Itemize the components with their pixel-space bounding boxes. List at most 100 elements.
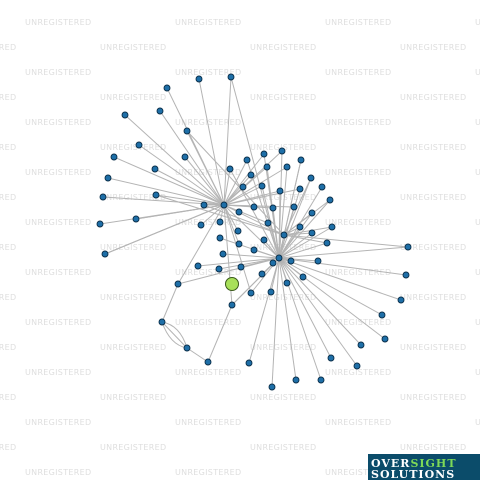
graph-node[interactable] — [104, 174, 112, 182]
graph-node[interactable] — [200, 201, 208, 209]
graph-node[interactable] — [317, 376, 325, 384]
graph-node[interactable] — [151, 165, 159, 173]
graph-node[interactable] — [250, 246, 258, 254]
graph-node[interactable] — [268, 383, 276, 391]
graph-node[interactable] — [278, 147, 286, 155]
graph-node[interactable] — [308, 209, 316, 217]
graph-node[interactable] — [292, 376, 300, 384]
graph-edge — [278, 257, 288, 284]
graph-node[interactable] — [381, 335, 389, 343]
graph-node[interactable] — [326, 196, 334, 204]
watermark-text: UNREGISTERED — [100, 393, 166, 402]
watermark-text: UNREGISTERED — [175, 318, 241, 327]
graph-edge — [138, 144, 225, 206]
graph-node[interactable] — [258, 182, 266, 190]
graph-node[interactable] — [247, 171, 255, 179]
graph-node[interactable] — [283, 279, 291, 287]
graph-edge — [223, 204, 255, 208]
graph-edge — [155, 194, 225, 206]
graph-node[interactable] — [323, 239, 331, 247]
graph-node[interactable] — [99, 193, 107, 201]
graph-node[interactable] — [174, 280, 182, 288]
graph-node[interactable] — [183, 127, 191, 135]
graph-edge — [222, 253, 280, 259]
graph-node[interactable] — [121, 111, 129, 119]
graph-node[interactable] — [101, 250, 109, 258]
graph-node[interactable] — [357, 341, 365, 349]
graph-node[interactable] — [197, 221, 205, 229]
graph-node[interactable] — [314, 257, 322, 265]
graph-node[interactable] — [378, 311, 386, 319]
graph-node[interactable] — [247, 289, 255, 297]
graph-node[interactable] — [269, 259, 277, 267]
graph-node[interactable] — [181, 153, 189, 161]
graph-node[interactable] — [267, 288, 275, 296]
graph-node[interactable] — [260, 150, 268, 158]
graph-node[interactable] — [269, 204, 277, 212]
graph-node[interactable] — [158, 318, 166, 326]
graph-node[interactable] — [327, 354, 335, 362]
graph-node[interactable] — [195, 75, 203, 83]
watermark-text: UNREGISTERED — [0, 293, 16, 302]
graph-node[interactable] — [234, 227, 242, 235]
node-layer — [96, 73, 412, 391]
graph-node[interactable] — [216, 234, 224, 242]
graph-node[interactable] — [163, 84, 171, 92]
graph-node[interactable] — [404, 243, 412, 251]
graph-node[interactable] — [258, 270, 266, 278]
watermark-text: UNREGISTERED — [100, 343, 166, 352]
graph-node[interactable] — [307, 174, 315, 182]
graph-node[interactable] — [227, 73, 235, 81]
graph-node[interactable] — [328, 223, 336, 231]
graph-node[interactable] — [296, 223, 304, 231]
graph-node[interactable] — [245, 359, 253, 367]
graph-edge — [113, 156, 225, 206]
graph-node[interactable] — [156, 107, 164, 115]
graph-node[interactable] — [263, 163, 271, 171]
graph-edge — [278, 199, 331, 259]
graph-node[interactable] — [96, 220, 104, 228]
graph-node[interactable] — [239, 183, 247, 191]
graph-node[interactable] — [299, 273, 307, 281]
graph-node[interactable] — [194, 262, 202, 270]
watermark-text: UNREGISTERED — [400, 143, 466, 152]
graph-node[interactable] — [290, 203, 298, 211]
graph-node[interactable] — [228, 301, 236, 309]
graph-node[interactable] — [152, 191, 160, 199]
logo-text-over: OVER — [371, 457, 411, 470]
graph-node[interactable] — [397, 296, 405, 304]
graph-node[interactable] — [243, 156, 251, 164]
graph-node[interactable] — [135, 141, 143, 149]
hub-node[interactable] — [220, 201, 228, 209]
focus-entity-node[interactable] — [225, 277, 239, 291]
graph-edge — [155, 194, 285, 236]
graph-node[interactable] — [276, 187, 284, 195]
graph-node[interactable] — [226, 165, 234, 173]
graph-node[interactable] — [110, 153, 118, 161]
graph-node[interactable] — [235, 240, 243, 248]
graph-node[interactable] — [318, 183, 326, 191]
graph-node[interactable] — [183, 344, 191, 352]
graph-node[interactable] — [215, 265, 223, 273]
graph-node[interactable] — [402, 271, 410, 279]
graph-node[interactable] — [237, 263, 245, 271]
graph-node[interactable] — [287, 257, 295, 265]
graph-node[interactable] — [235, 208, 243, 216]
graph-edge — [283, 177, 312, 236]
graph-node[interactable] — [283, 163, 291, 171]
graph-node[interactable] — [204, 358, 212, 366]
graph-node[interactable] — [296, 185, 304, 193]
hub-node[interactable] — [280, 231, 288, 239]
graph-node[interactable] — [219, 250, 227, 258]
watermark-text: UNREGISTERED — [175, 18, 241, 27]
graph-node[interactable] — [264, 219, 272, 227]
graph-node[interactable] — [216, 218, 224, 226]
graph-node[interactable] — [308, 229, 316, 237]
graph-node[interactable] — [250, 203, 258, 211]
graph-node[interactable] — [132, 215, 140, 223]
graph-node[interactable] — [353, 362, 361, 370]
graph-node[interactable] — [260, 236, 268, 244]
graph-node[interactable] — [297, 156, 305, 164]
hub-node[interactable] — [275, 254, 283, 262]
